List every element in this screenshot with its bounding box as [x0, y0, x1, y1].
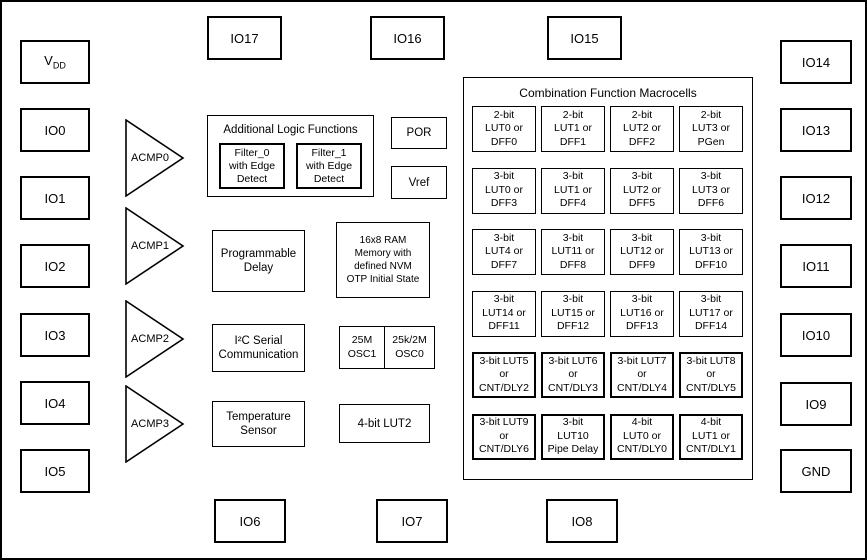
acmp3-label: ACMP3 [131, 418, 169, 430]
macrocell-4bit-lut0-cntdly0: 4-bit LUT0 or CNT/DLY0 [610, 413, 674, 460]
acmp2-label: ACMP2 [131, 333, 169, 345]
lut2-4bit-block: 4-bit LUT2 [339, 404, 430, 443]
macrocell-lut10-pipedelay: 3-bit LUT10 Pipe Delay [541, 413, 605, 460]
io-pin-io10: IO10 [780, 313, 852, 357]
gnd-pin: GND [780, 449, 852, 493]
io-pin-io2: IO2 [20, 244, 90, 288]
acmp0-label: ACMP0 [131, 152, 169, 164]
macrocell-lut14-dff11: 3-bit LUT14 or DFF11 [472, 290, 536, 337]
filter1-block: Filter_1 with Edge Detect [296, 143, 362, 189]
i2c-serial-communication-block: I²C Serial Communication [212, 324, 305, 372]
additional-logic-title: Additional Logic Functions [223, 124, 358, 136]
io-pin-io13: IO13 [780, 108, 852, 152]
vdd-label: VDD [44, 53, 66, 71]
filter-row: Filter_0 with Edge Detect Filter_1 with … [219, 143, 362, 189]
triangle-shape-icon [125, 207, 185, 285]
macrocell-lut3-pgen: 2-bit LUT3 or PGen [679, 106, 743, 152]
io-pin-io14: IO14 [780, 40, 852, 84]
macrocell-lut6-cntdly3: 3-bit LUT6 or CNT/DLY3 [541, 352, 605, 398]
macrocell-lut9-cntdly6: 3-bit LUT9 or CNT/DLY6 [472, 413, 536, 460]
io-pin-io17: IO17 [207, 16, 282, 60]
macrocell-lut12-dff9: 3-bit LUT12 or DFF9 [610, 229, 674, 275]
macrocell-lut16-dff13: 3-bit LUT16 or DFF13 [610, 290, 674, 337]
macrocells-title: Combination Function Macrocells [519, 86, 697, 100]
filter0-block: Filter_0 with Edge Detect [219, 143, 285, 189]
macrocell-lut2-dff5: 3-bit LUT2 or DFF5 [610, 167, 674, 214]
vref-block: Vref [391, 166, 447, 199]
macrocell-lut11-dff8: 3-bit LUT11 or DFF8 [541, 229, 605, 275]
macrocell-lut0-dff0: 2-bit LUT0 or DFF0 [472, 106, 536, 152]
triangle-shape-icon [125, 300, 185, 378]
osc1-block: 25M OSC1 [339, 326, 385, 369]
io-pin-io0: IO0 [20, 108, 90, 152]
macrocell-lut7-cntdly4: 3-bit LUT7 or CNT/DLY4 [610, 352, 674, 398]
io-pin-io15: IO15 [547, 16, 622, 60]
triangle-shape-icon [125, 119, 185, 197]
triangle-shape-icon [125, 385, 185, 463]
io-pin-io16: IO16 [370, 16, 445, 60]
acmp0-comparator: ACMP0 [125, 119, 185, 197]
io-pin-io4: IO4 [20, 381, 90, 425]
macrocell-lut1-dff1: 2-bit LUT1 or DFF1 [541, 106, 605, 152]
io-pin-io12: IO12 [780, 176, 852, 220]
io-pin-io6: IO6 [214, 499, 286, 543]
macrocell-lut5-cntdly2: 3-bit LUT5 or CNT/DLY2 [472, 352, 536, 398]
io-pin-io7: IO7 [376, 499, 448, 543]
combination-function-macrocells-block: Combination Function Macrocells 2-bit LU… [463, 77, 753, 480]
io-pin-io1: IO1 [20, 176, 90, 220]
programmable-delay-block: Programmable Delay [212, 230, 305, 292]
macrocell-lut8-cntdly5: 3-bit LUT8 or CNT/DLY5 [679, 352, 743, 398]
ram-memory-block: 16x8 RAM Memory with defined NVM OTP Ini… [336, 222, 430, 298]
macrocell-lut17-dff14: 3-bit LUT17 or DFF14 [679, 290, 743, 337]
osc0-block: 25k/2M OSC0 [384, 326, 435, 369]
acmp1-comparator: ACMP1 [125, 207, 185, 285]
macrocell-lut3-dff6: 3-bit LUT3 or DFF6 [679, 167, 743, 214]
io-pin-io3: IO3 [20, 313, 90, 357]
additional-logic-functions-block: Additional Logic Functions Filter_0 with… [207, 115, 374, 197]
macrocell-lut15-dff12: 3-bit LUT15 or DFF12 [541, 290, 605, 337]
macrocell-lut2-dff2: 2-bit LUT2 or DFF2 [610, 106, 674, 152]
acmp2-comparator: ACMP2 [125, 300, 185, 378]
macrocell-lut1-dff4: 3-bit LUT1 or DFF4 [541, 167, 605, 214]
io-pin-io8: IO8 [546, 499, 618, 543]
io-pin-io5: IO5 [20, 449, 90, 493]
io-pin-io11: IO11 [780, 244, 852, 288]
io-pin-vdd: VDD [20, 40, 90, 84]
por-block: POR [391, 117, 447, 149]
macrocell-lut0-dff3: 3-bit LUT0 or DFF3 [472, 167, 536, 214]
acmp1-label: ACMP1 [131, 240, 169, 252]
macrocell-lut4-dff7: 3-bit LUT4 or DFF7 [472, 229, 536, 275]
macrocell-4bit-lut1-cntdly1: 4-bit LUT1 or CNT/DLY1 [679, 413, 743, 460]
macrocells-grid: 2-bit LUT0 or DFF0 2-bit LUT1 or DFF1 2-… [472, 106, 743, 460]
temperature-sensor-block: Temperature Sensor [212, 401, 305, 447]
acmp3-comparator: ACMP3 [125, 385, 185, 463]
io-pin-io9: IO9 [780, 382, 852, 426]
macrocell-lut13-dff10: 3-bit LUT13 or DFF10 [679, 229, 743, 275]
